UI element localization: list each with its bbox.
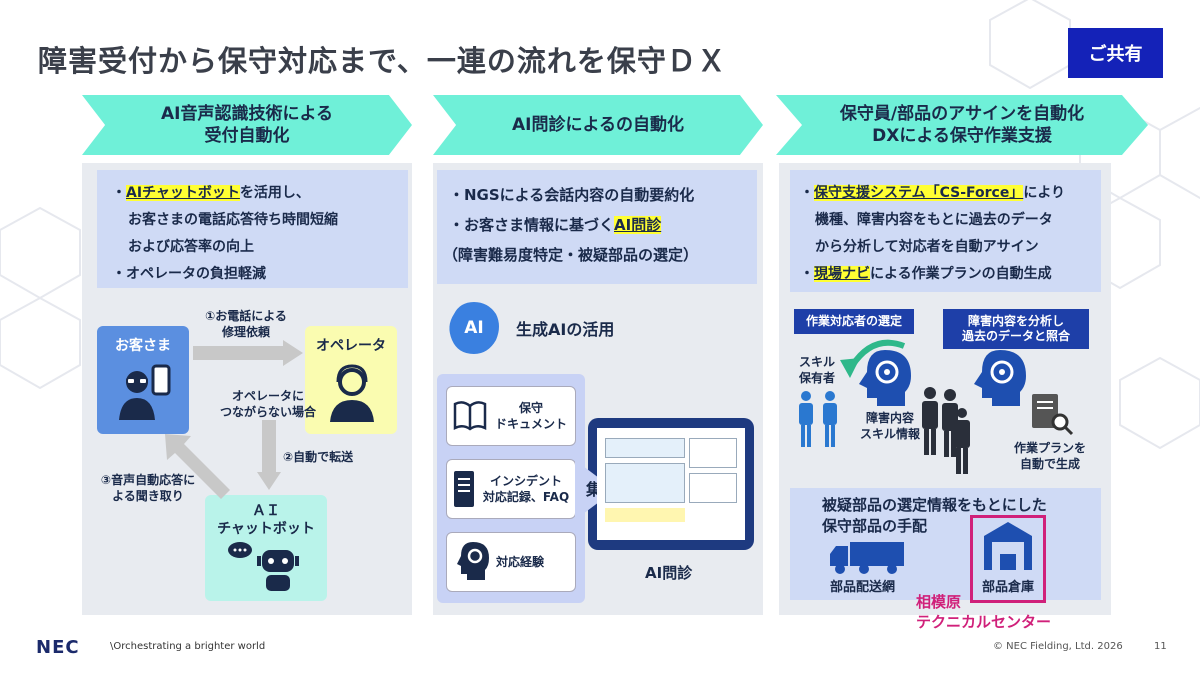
warehouse-label: 部品倉庫	[981, 580, 1034, 595]
analyze-box: 障害内容を分析し 過去のデータと照合	[943, 309, 1089, 349]
customer-label: お客さま	[115, 338, 171, 354]
worker-group-icon	[922, 387, 970, 474]
source-card-docs	[446, 386, 576, 446]
col3-header: 保守員/部品のアサインを自動化 DXによる保守作業支援	[776, 95, 1148, 155]
col2-header-text: AI問診によるの自動化	[512, 114, 684, 135]
chatbot-robot-icon	[228, 542, 299, 591]
share-button[interactable]: ご共有	[1068, 28, 1163, 78]
document-search-icon	[1032, 394, 1074, 436]
col3-bullet-2: 機種、障害内容をもとに過去のデータ	[815, 212, 1053, 228]
center-label: 相模原 テクニカルセンター	[916, 593, 1052, 631]
book-icon	[453, 401, 487, 431]
col3-bullet-4: ・現場ナビによる作業プランの自動生成	[800, 261, 1052, 288]
col3-bullet-1-post: により	[1023, 185, 1066, 201]
page-number: 11	[1154, 641, 1167, 652]
screen-field	[689, 473, 737, 503]
select-worker-box: 作業対応者の選定	[794, 309, 914, 334]
cs-force-highlight: 保守支援システム「CS-Force」	[814, 185, 1024, 201]
parts-box	[790, 488, 1101, 600]
col1-bullet-2: お客さまの電話応答待ち時間短縮	[128, 212, 338, 228]
ai-head-gear-icon	[859, 350, 911, 406]
arrow-merge-icon	[575, 460, 615, 520]
arrow-right-icon	[193, 340, 303, 366]
col3-header-text: 保守員/部品のアサインを自動化 DXによる保守作業支援	[839, 103, 1085, 146]
screen-field	[605, 463, 685, 503]
head-gear-icon	[457, 542, 489, 580]
ai-badge-label: AI	[464, 318, 484, 338]
ai-chatbot-highlight: AIチャットボット	[126, 185, 240, 201]
ai-monshin-highlight: AI問診	[614, 216, 662, 234]
footer-copyright: © NEC Fielding, Ltd. 2026	[993, 641, 1123, 652]
footer-tagline: \Orchestrating a brighter world	[110, 641, 266, 652]
col3-bullet-3: から分析して対応者を自動アサイン	[815, 239, 1039, 255]
genai-label: 生成AIの活用	[516, 320, 615, 339]
arrow-diagonal-icon	[165, 434, 230, 499]
chatbot-label: ＡＩ チャットボット	[217, 503, 315, 537]
col2-bullet-1: ・NGSによる会話内容の自動要約化	[449, 186, 695, 204]
not-connected-label: オペレータに つながらない場合	[219, 389, 316, 419]
source-incident-label: インシデント 対応記録、FAQ	[482, 474, 570, 504]
skill-info-label: 障害内容 スキル情報	[859, 411, 920, 441]
screen-field	[689, 438, 737, 468]
arrow2-label: ②自動で転送	[283, 450, 354, 464]
arrow3-label: ③音声自動応答に よる聞き取り	[100, 473, 196, 503]
col1-bullet-1-post: を活用し、	[239, 185, 310, 201]
skilled-label: スキル 保有者	[798, 355, 835, 385]
page-title: 障害受付から保守対応まで、一連の流れを保守ＤＸ	[38, 44, 727, 78]
tablet-screen	[597, 428, 745, 540]
customer-phone-icon	[119, 364, 171, 420]
col1-header-text: AI音声認識技術による 受付自動化	[161, 103, 333, 146]
arrow1-label: ①お電話による 修理依頼	[205, 309, 287, 339]
col3-bullet-4-pre: ・	[800, 266, 814, 282]
arrow-down-icon	[257, 420, 281, 490]
curved-arrow-icon	[840, 339, 906, 378]
col3-bullet-4-post: による作業プランの自動生成	[870, 266, 1052, 282]
bullet-mark: ・	[112, 185, 126, 201]
col1-bullet-1: ・AIチャットボットを活用し、	[112, 180, 310, 207]
nec-logo: NEC	[36, 637, 80, 658]
col2-bullet-2: ・お客さま情報に基づくAI問診	[449, 212, 662, 239]
col1-bullet-3: および応答率の向上	[128, 239, 254, 255]
operator-headset-icon	[330, 364, 374, 422]
col3-bullet-1: ・保守支援システム「CS-Force」により	[800, 180, 1065, 207]
col3-bullet-1-pre: ・	[800, 185, 814, 201]
col1-header: AI音声認識技術による 受付自動化	[82, 95, 412, 155]
server-icon	[454, 471, 474, 507]
col2-bullet-2-pre: ・お客さま情報に基づく	[449, 216, 615, 234]
operator-label: オペレータ	[316, 338, 386, 354]
col2-bullet-3: （障害難易度特定・被疑部品の選定）	[443, 246, 699, 264]
analysis-head-icon	[974, 350, 1026, 406]
skilled-people-icon	[799, 391, 837, 447]
col2-bullet-box	[437, 170, 757, 284]
screen-field	[605, 508, 685, 522]
col2-header: AI問診によるの自動化	[433, 95, 763, 155]
source-docs-label: 保守 ドキュメント	[494, 401, 567, 431]
screen-field	[605, 438, 685, 458]
source-experience-label: 対応経験	[496, 555, 545, 569]
genba-navi-highlight: 現場ナビ	[814, 266, 870, 282]
work-plan-label: 作業プランを 自動で生成	[1013, 441, 1086, 471]
parts-title: 被疑部品の選定情報をもとにした 保守部品の手配	[822, 496, 1047, 535]
col1-bullet-4: ・オペレータの負担軽減	[112, 266, 266, 282]
warehouse-highlight-frame	[970, 515, 1046, 603]
delivery-label: 部品配送網	[830, 580, 896, 595]
warehouse-icon	[984, 522, 1032, 570]
ai-badge-icon	[449, 302, 499, 354]
delivery-truck-icon	[830, 542, 904, 574]
ai-monshin-label: AI問診	[645, 564, 693, 582]
